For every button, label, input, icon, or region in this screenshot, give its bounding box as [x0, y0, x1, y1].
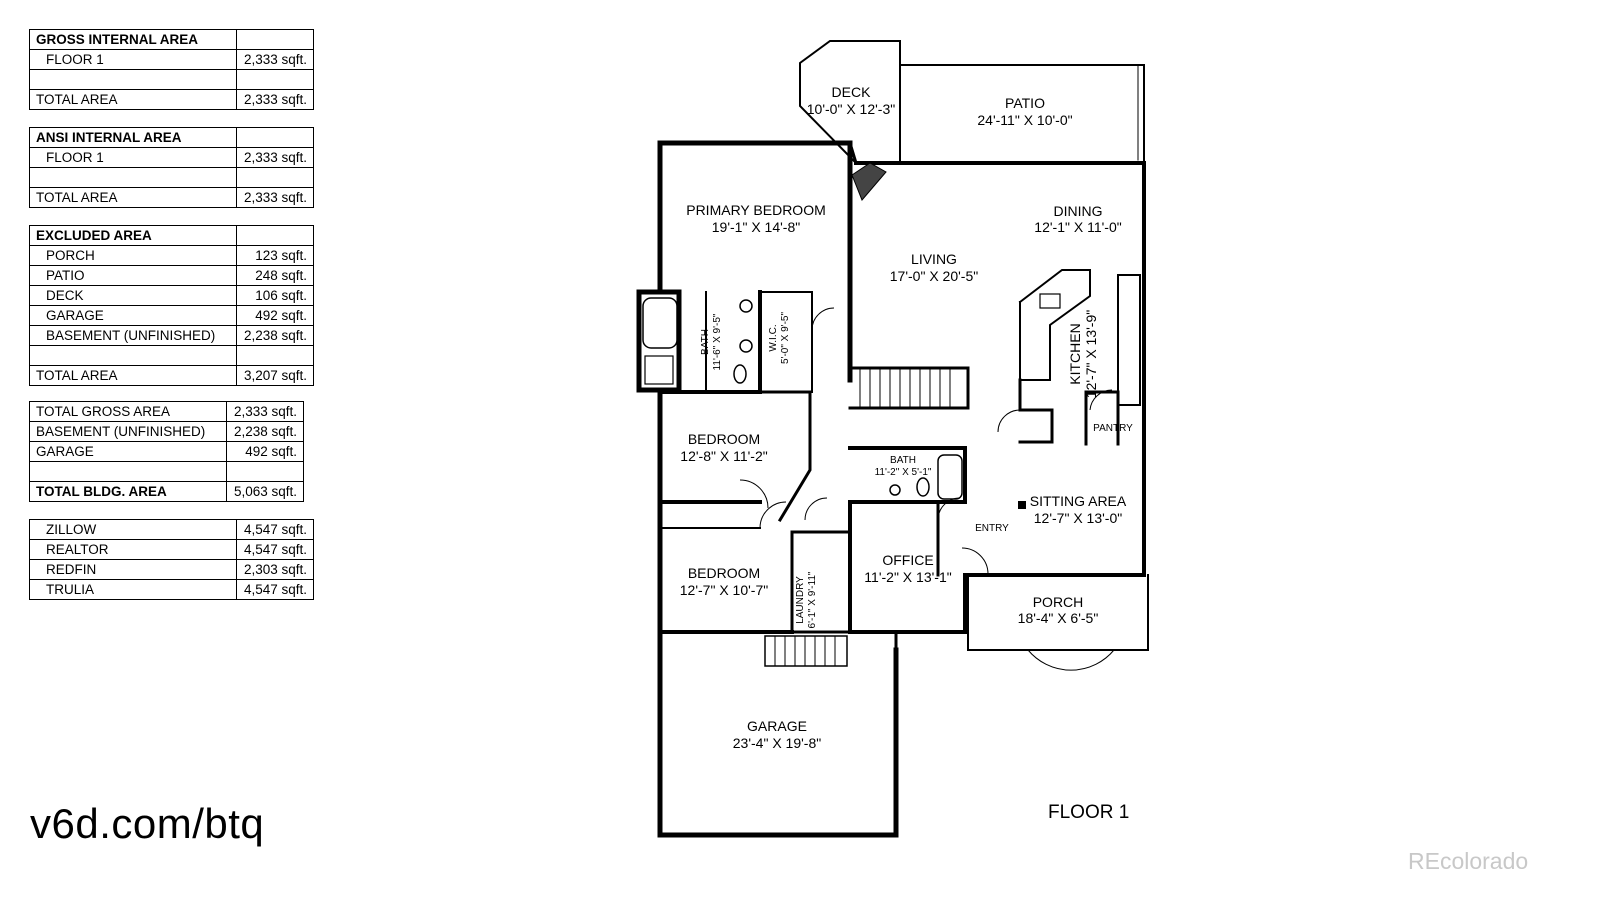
row-value: 2,333 sqft.: [236, 187, 314, 208]
table-row: TOTAL GROSS AREA 2,333 sqft.: [29, 401, 304, 422]
row-value: 2,333 sqft.: [236, 89, 314, 110]
table-row: REALTOR 4,547 sqft.: [29, 539, 314, 560]
excluded-area-table: EXCLUDED AREA PORCH 123 sqft. PATIO 248 …: [29, 225, 314, 386]
floor-label: FLOOR 1: [1048, 802, 1130, 823]
row-label: ZILLOW: [29, 519, 237, 540]
toilet-icon: [733, 364, 747, 384]
sitting-area-dims: 12'-7" X 13'-0": [1034, 510, 1122, 526]
bedroom2-label: BEDROOM: [688, 565, 760, 581]
deck-dims: 10'-0" X 12'-3": [807, 101, 895, 117]
table-row: TOTAL AREA 2,333 sqft.: [29, 187, 314, 208]
living-dims: 17'-0" X 20'-5": [890, 268, 978, 284]
row-value: 248 sqft.: [236, 265, 314, 286]
pantry-label: PANTRY: [1093, 423, 1133, 434]
table-row: ZILLOW 4,547 sqft.: [29, 519, 314, 540]
kitchen-dims: 12'-7" X 13'-9": [1083, 310, 1099, 398]
bath2-dims: 11'-2" X 5'-1": [875, 467, 932, 478]
table-row: TOTAL AREA 2,333 sqft.: [29, 89, 314, 110]
table-row: TOTAL BLDG. AREA 5,063 sqft.: [29, 481, 304, 502]
tour-url: v6d.com/btq: [30, 800, 265, 847]
entry-label: ENTRY: [975, 523, 1009, 534]
kitchen-sink-icon: [1039, 293, 1061, 309]
bathtub-icon: [937, 454, 963, 500]
row-label: BASEMENT (UNFINISHED): [29, 325, 237, 346]
table-row: [29, 69, 314, 90]
summary-area-table: TOTAL GROSS AREA 2,333 sqft. BASEMENT (U…: [29, 401, 304, 502]
row-label: TOTAL AREA: [29, 89, 237, 110]
sink-icon: [889, 484, 901, 496]
table-row: [29, 167, 314, 188]
row-label: TOTAL AREA: [29, 187, 237, 208]
row-value: 2,333 sqft.: [236, 147, 314, 168]
row-value: 2,333 sqft.: [226, 401, 304, 422]
bedroom2-dims: 12'-7" X 10'-7": [680, 582, 768, 598]
row-value: 4,547 sqft.: [236, 579, 314, 600]
toilet-icon: [916, 477, 930, 497]
shower-icon: [644, 355, 674, 385]
table-row: BASEMENT (UNFINISHED) 2,238 sqft.: [29, 421, 304, 442]
bedroom1-dims: 12'-8" X 11'-2": [680, 448, 767, 464]
row-label: TRULIA: [29, 579, 237, 600]
table-row: TRULIA 4,547 sqft.: [29, 579, 314, 600]
bedroom1-label: BEDROOM: [688, 431, 760, 447]
dining-dims: 12'-1" X 11'-0": [1034, 219, 1121, 235]
listing-sites-area-table: ZILLOW 4,547 sqft. REALTOR 4,547 sqft. R…: [29, 519, 314, 600]
garage-dims: 23'-4" X 19'-8": [733, 735, 821, 751]
table-row: TOTAL AREA 3,207 sqft.: [29, 365, 314, 386]
wic-label: W.I.C.: [768, 324, 779, 351]
table-row: [29, 345, 314, 366]
table-row: PATIO 248 sqft.: [29, 265, 314, 286]
garage-label: GARAGE: [747, 718, 807, 734]
row-label: TOTAL AREA: [29, 365, 237, 386]
row-value: 5,063 sqft.: [226, 481, 304, 502]
table-title: ANSI INTERNAL AREA: [29, 127, 237, 148]
wic-dims: 5'-0" X 9'-5": [780, 312, 791, 365]
sitting-area-label: SITTING AREA: [1030, 493, 1127, 509]
row-value: 492 sqft.: [236, 305, 314, 326]
table-header-row: GROSS INTERNAL AREA: [29, 29, 314, 50]
porch-dims: 18'-4" X 6'-5": [1018, 610, 1099, 626]
table-row: GARAGE 492 sqft.: [29, 305, 314, 326]
row-value: 2,238 sqft.: [226, 421, 304, 442]
bath1-label: BATH: [700, 329, 711, 355]
fireplace-icon: [851, 162, 887, 201]
row-value: 106 sqft.: [236, 285, 314, 306]
ansi-internal-area-table: ANSI INTERNAL AREA FLOOR 1 2,333 sqft. T…: [29, 127, 314, 208]
sink-icon: [739, 339, 753, 353]
porch-label: PORCH: [1033, 594, 1084, 610]
kitchen-label: KITCHEN: [1067, 323, 1083, 384]
row-label: TOTAL GROSS AREA: [29, 401, 227, 422]
sink-icon: [739, 299, 753, 313]
table-row: BASEMENT (UNFINISHED) 2,238 sqft.: [29, 325, 314, 346]
laundry-dims: 6'-1" X 9'-11": [807, 571, 818, 628]
bath1-dims: 11'-6" X 9'-5": [712, 313, 723, 370]
gross-internal-area-table: GROSS INTERNAL AREA FLOOR 1 2,333 sqft. …: [29, 29, 314, 110]
office-dims: 11'-2" X 13'-1": [864, 569, 951, 585]
living-label: LIVING: [911, 251, 957, 267]
watermark-logo: REcolorado: [1408, 848, 1529, 874]
primary-bedroom-dims: 19'-1" X 14'-8": [712, 219, 800, 235]
patio-label: PATIO: [1005, 95, 1045, 111]
dining-label: DINING: [1054, 203, 1103, 219]
table-row: REDFIN 2,303 sqft.: [29, 559, 314, 580]
row-value: 3,207 sqft.: [236, 365, 314, 386]
primary-bedroom-label: PRIMARY BEDROOM: [686, 202, 826, 218]
row-label: TOTAL BLDG. AREA: [29, 481, 227, 502]
patio-dims: 24'-11" X 10'-0": [977, 112, 1072, 128]
office-label: OFFICE: [882, 552, 933, 568]
laundry-label: LAUNDRY: [795, 576, 806, 624]
row-value: 2,303 sqft.: [236, 559, 314, 580]
sitting-area-marker: [1018, 501, 1026, 509]
bathtub-icon: [642, 297, 678, 349]
row-label: GARAGE: [29, 305, 237, 326]
deck-label: DECK: [832, 84, 872, 100]
row-label: BASEMENT (UNFINISHED): [29, 421, 227, 442]
table-row: FLOOR 1 2,333 sqft.: [29, 49, 314, 70]
bath2-label: BATH: [890, 455, 916, 466]
